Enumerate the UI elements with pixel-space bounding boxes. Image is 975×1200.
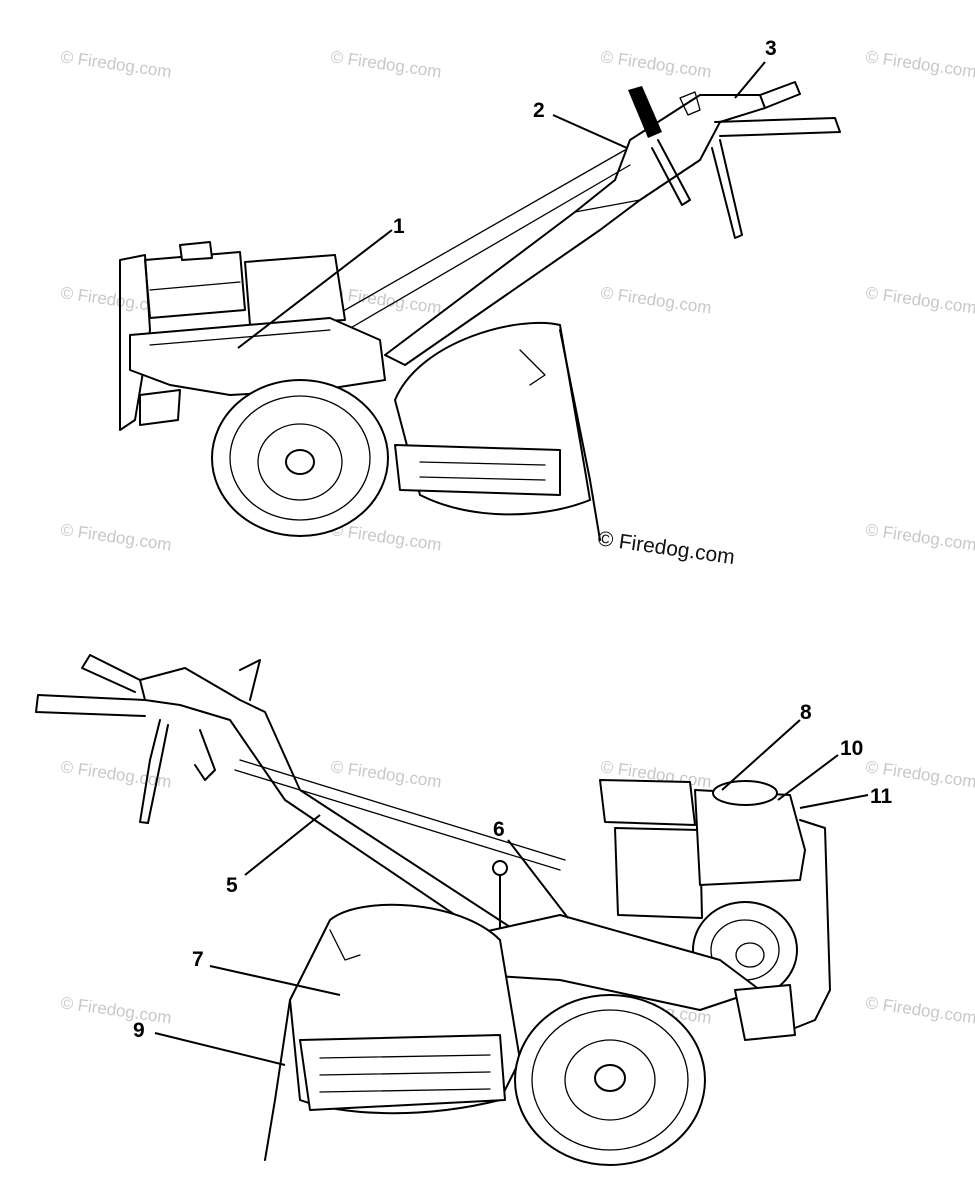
leader-line-8 <box>721 719 801 791</box>
shift-lever-knob <box>492 860 508 876</box>
watermark: © Firedog.com <box>864 47 975 81</box>
callout-label-6: 6 <box>493 818 505 841</box>
callout-label-9: 9 <box>133 1019 145 1042</box>
shift-lever-grip-icon <box>628 86 662 138</box>
leader-line-2 <box>552 114 628 149</box>
tine-hood-top <box>394 321 601 541</box>
callout-label-11: 11 <box>870 785 893 808</box>
watermark: © Firedog.com <box>329 47 442 81</box>
handlebar-top <box>309 81 841 366</box>
watermark: © Firedog.com <box>864 993 975 1027</box>
engine-top <box>119 241 346 431</box>
tine-hood-bottom <box>264 903 521 1161</box>
leader-line-1 <box>237 229 393 349</box>
leader-line-10 <box>777 754 839 801</box>
watermark: © Firedog.com <box>329 283 442 317</box>
callout-label-7: 7 <box>192 948 204 971</box>
callout-label-8: 8 <box>800 701 812 724</box>
wheel-bottom <box>514 994 706 1166</box>
leader-line-5 <box>244 814 321 876</box>
callout-label-1: 1 <box>393 215 405 238</box>
callout-label-10: 10 <box>840 737 863 760</box>
leader-line-11 <box>799 794 869 809</box>
callout-label-3: 3 <box>765 37 777 60</box>
watermark: © Firedog.com <box>329 757 442 791</box>
main-watermark: © Firedog.com <box>596 527 736 569</box>
watermark: © Firedog.com <box>599 47 712 81</box>
wheel-top <box>211 379 389 537</box>
leader-line-7 <box>209 965 341 996</box>
callout-label-2: 2 <box>533 99 545 122</box>
tiller-bottom-illustration <box>35 654 831 1166</box>
tiller-top-illustration <box>119 81 841 541</box>
watermark: © Firedog.com <box>59 520 172 554</box>
watermark: © Firedog.com <box>59 47 172 81</box>
callout-label-5: 5 <box>226 874 238 897</box>
leader-line-6 <box>507 839 569 919</box>
watermark: © Firedog.com <box>599 283 712 317</box>
watermark-layer: © Firedog.com © Firedog.com © Firedog.co… <box>59 47 975 1027</box>
handlebar-bottom <box>35 654 566 953</box>
leader-line-9 <box>154 1032 286 1066</box>
watermark: © Firedog.com <box>864 520 975 554</box>
watermark: © Firedog.com <box>59 993 172 1027</box>
leader-line-3 <box>734 61 766 99</box>
watermark: © Firedog.com <box>864 283 975 317</box>
